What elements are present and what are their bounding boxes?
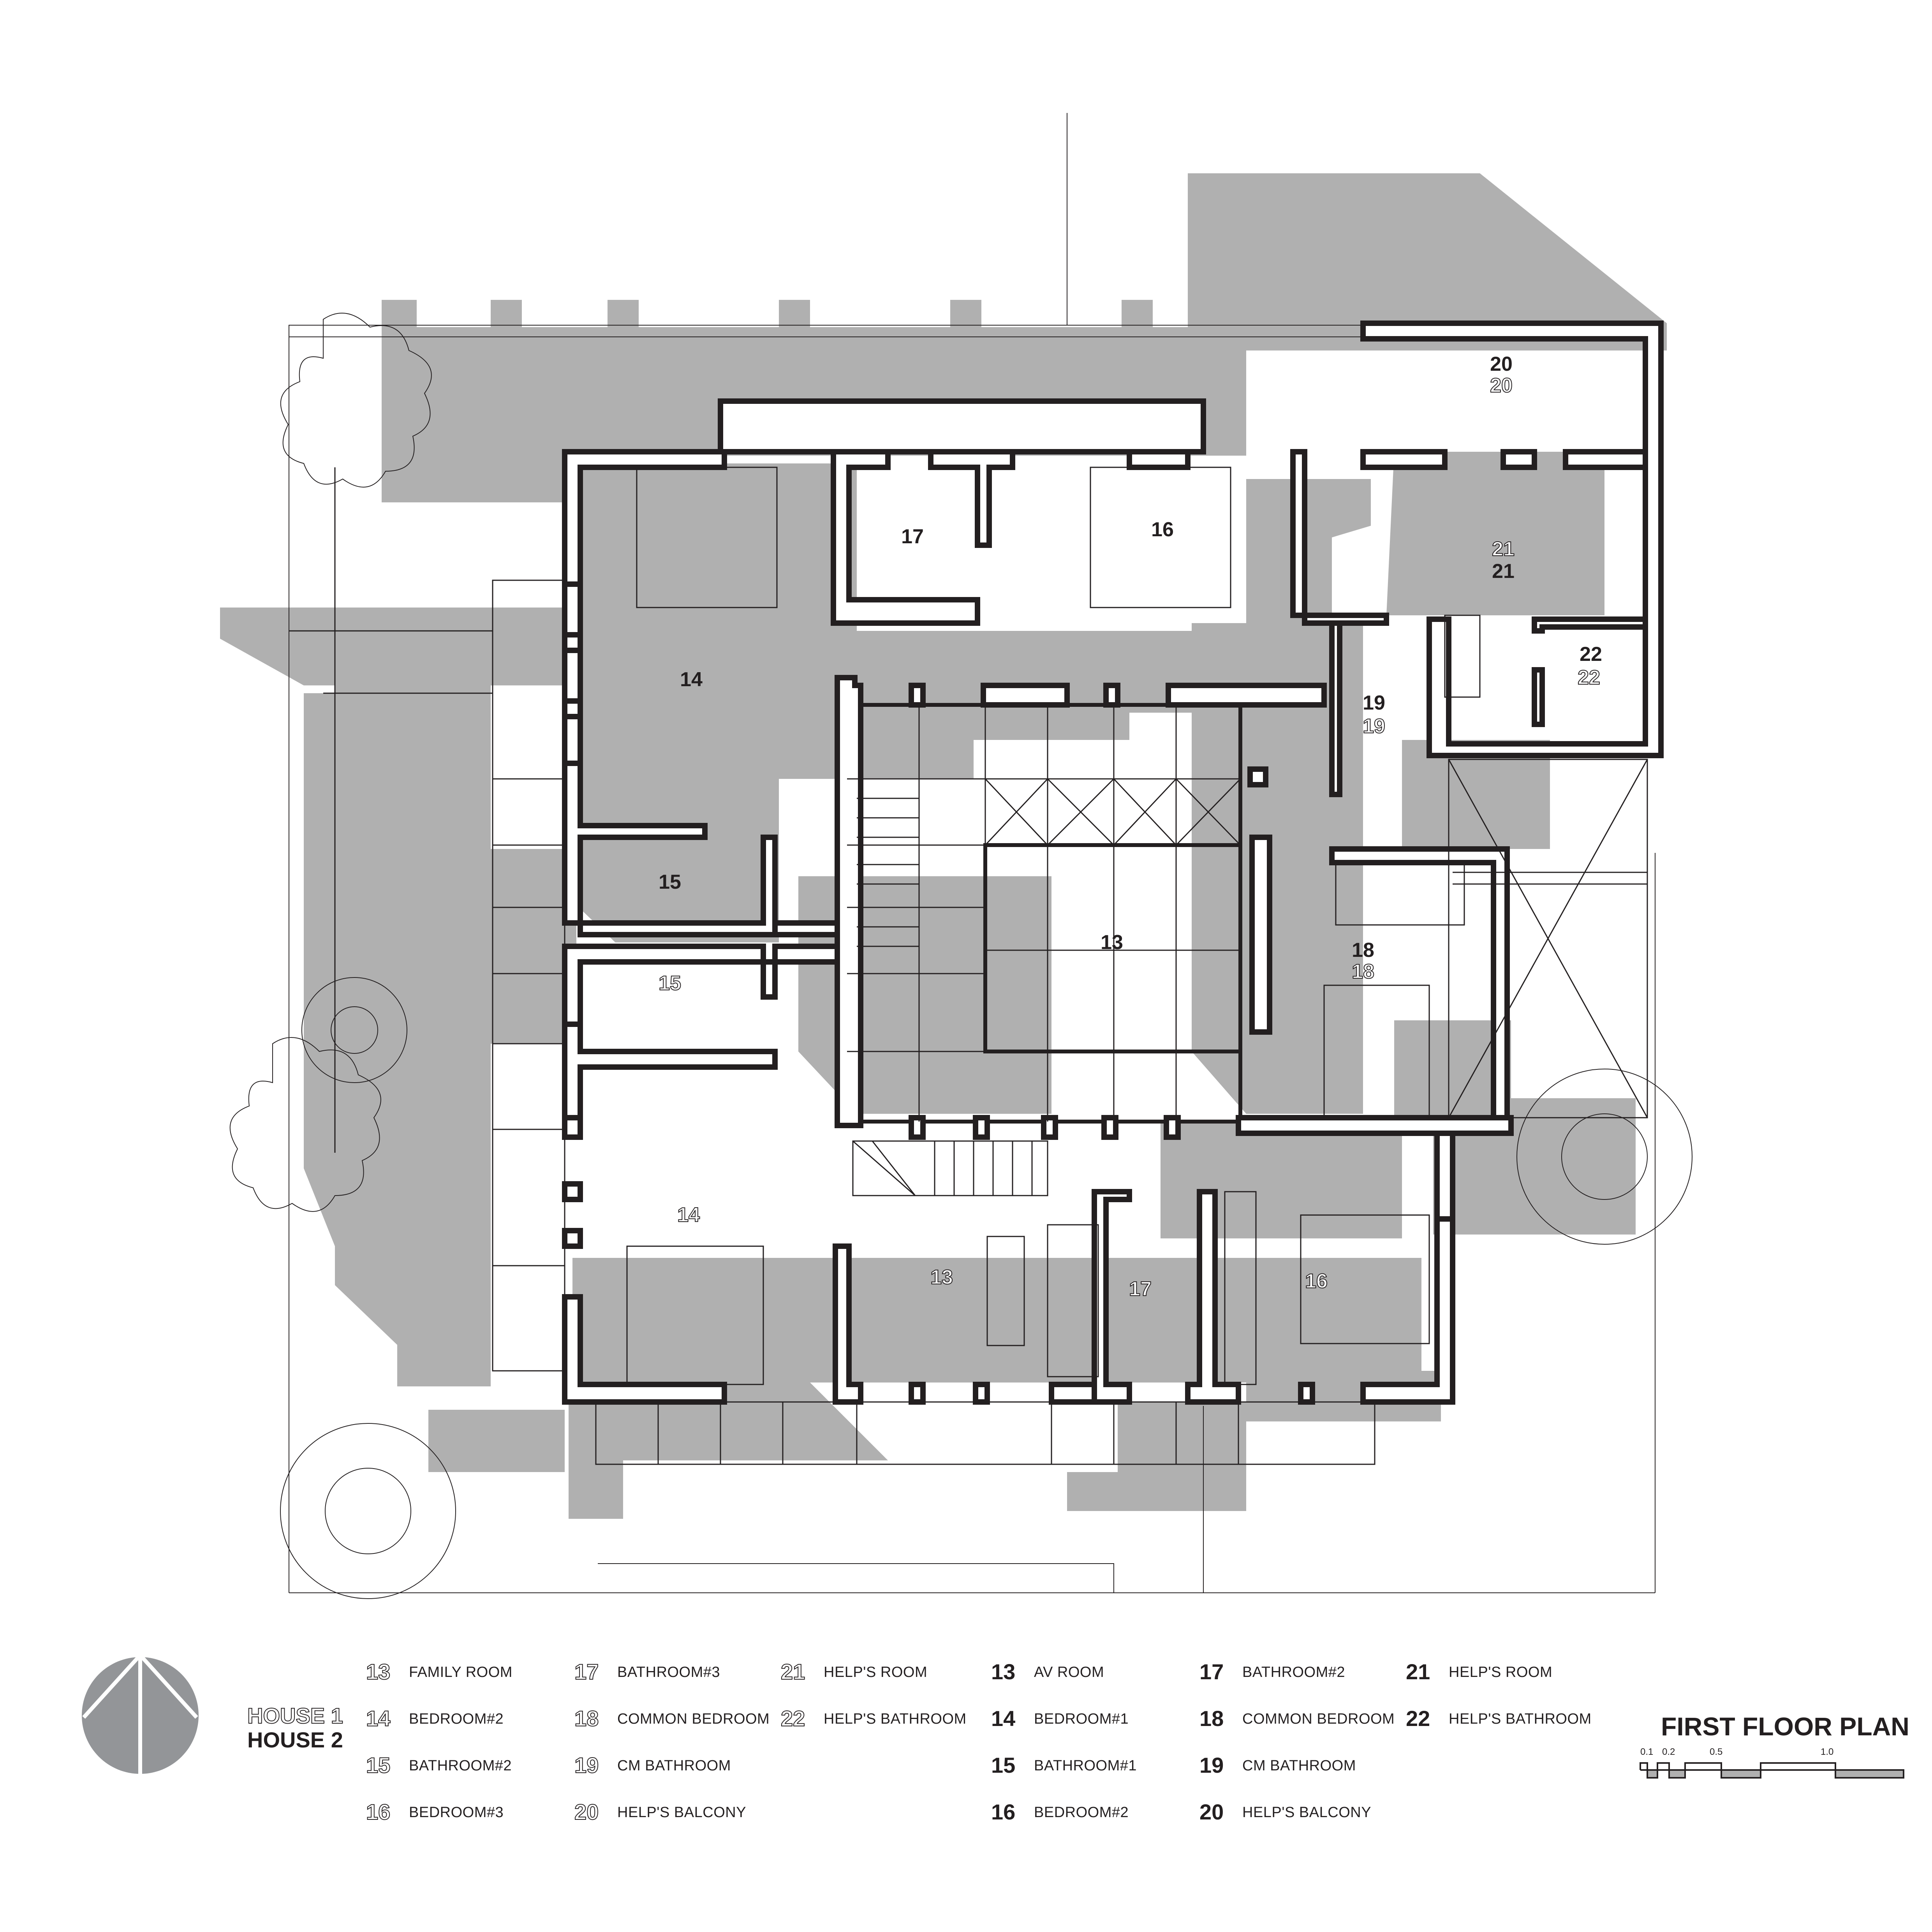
- room-tag-h1-18: 18: [1351, 960, 1375, 983]
- room-tag-h2-17: 17: [901, 525, 924, 548]
- legend-label: COMMON BEDROOM: [617, 1711, 770, 1727]
- legend-num: 20: [1199, 1800, 1224, 1824]
- scale-bar-graphic: [1640, 1762, 1904, 1779]
- legend-num: 14: [366, 1706, 391, 1731]
- legend-num: 19: [574, 1753, 599, 1777]
- legend-num: 13: [366, 1659, 391, 1684]
- walls: [562, 321, 1664, 1405]
- legend-label: HELP'S ROOM: [1449, 1664, 1553, 1680]
- legend-num: 21: [780, 1659, 805, 1684]
- legend-num: 17: [574, 1659, 599, 1684]
- legend-num: 19: [1199, 1753, 1224, 1777]
- legend-num: 13: [991, 1659, 1016, 1684]
- legend-num: 22: [780, 1706, 805, 1731]
- legend-label: CM BATHROOM: [1242, 1758, 1356, 1774]
- scale-tick: 0.1: [1640, 1747, 1654, 1757]
- legend-num: 18: [1199, 1706, 1224, 1731]
- legend-num: 14: [991, 1706, 1016, 1731]
- legend-num: 17: [1199, 1659, 1224, 1684]
- legend-label: BATHROOM#1: [1034, 1758, 1137, 1774]
- legend-label: BATHROOM#2: [1242, 1664, 1346, 1680]
- room-tag-h2-15: 15: [659, 871, 681, 893]
- legend-label: FAMILY ROOM: [409, 1664, 512, 1680]
- legend-label: HELP'S BALCONY: [617, 1804, 747, 1821]
- legend-num: 15: [991, 1753, 1016, 1777]
- room-tag-h1-16: 16: [1305, 1270, 1328, 1293]
- legend-num: 16: [366, 1800, 391, 1824]
- legend-label: BEDROOM#2: [1034, 1804, 1129, 1821]
- room-tag-h2-13: 13: [1101, 931, 1123, 954]
- room-tag-h1-19: 19: [1362, 715, 1386, 738]
- legend-num: 16: [991, 1800, 1016, 1824]
- trees: [229, 313, 1692, 1599]
- legend-num: 18: [574, 1706, 599, 1731]
- legend-label: BATHROOM#2: [409, 1758, 512, 1774]
- north-arrow-icon: [82, 1655, 199, 1776]
- house2-label: HOUSE 2: [247, 1728, 343, 1752]
- legend-label: HELP'S BALCONY: [1242, 1804, 1372, 1821]
- legend-label: AV ROOM: [1034, 1664, 1104, 1680]
- room-tag-h1-14: 14: [677, 1204, 700, 1226]
- room-tag-h2-19: 19: [1363, 692, 1385, 714]
- room-tag-h2-20: 20: [1490, 353, 1513, 375]
- legend-label: HELP'S BATHROOM: [824, 1711, 967, 1727]
- legend-label: HELP'S ROOM: [824, 1664, 928, 1680]
- scale-tick: 0.2: [1662, 1747, 1675, 1757]
- drawing-title: FIRST FLOOR PLAN: [1661, 1712, 1909, 1741]
- room-tag-h1-17: 17: [1129, 1278, 1152, 1300]
- room-tag-h1-20: 20: [1490, 374, 1513, 397]
- furniture-outlines: [289, 467, 1648, 1465]
- legend-label: HELP'S BATHROOM: [1449, 1711, 1592, 1727]
- legend-label: BEDROOM#3: [409, 1804, 504, 1821]
- room-tag-h1-22: 22: [1577, 666, 1601, 689]
- room-tag-h1-21: 21: [1492, 538, 1515, 560]
- room-tag-h2-22: 22: [1580, 643, 1602, 666]
- legend-num: 21: [1406, 1659, 1430, 1684]
- legend-num: 20: [574, 1800, 599, 1824]
- scale-tick: 0.5: [1710, 1747, 1723, 1757]
- house1-label: HOUSE 1: [247, 1703, 343, 1728]
- room-tag-h1-13: 13: [930, 1266, 953, 1289]
- legend-label: CM BATHROOM: [617, 1758, 731, 1774]
- legend-num: 15: [366, 1753, 391, 1777]
- room-tag-h2-16: 16: [1151, 518, 1174, 541]
- legend-label: BATHROOM#3: [617, 1664, 720, 1680]
- scale-tick: 1.0: [1821, 1747, 1834, 1757]
- legend-label: BEDROOM#2: [409, 1711, 504, 1727]
- room-tag-h1-15: 15: [658, 972, 682, 995]
- legend-label: COMMON BEDROOM: [1242, 1711, 1395, 1727]
- legend-label: BEDROOM#1: [1034, 1711, 1129, 1727]
- room-tag-h2-14: 14: [680, 668, 703, 691]
- legend-num: 22: [1406, 1706, 1430, 1731]
- room-tag-h2-21: 21: [1492, 560, 1515, 583]
- room-tag-h2-18: 18: [1352, 939, 1374, 962]
